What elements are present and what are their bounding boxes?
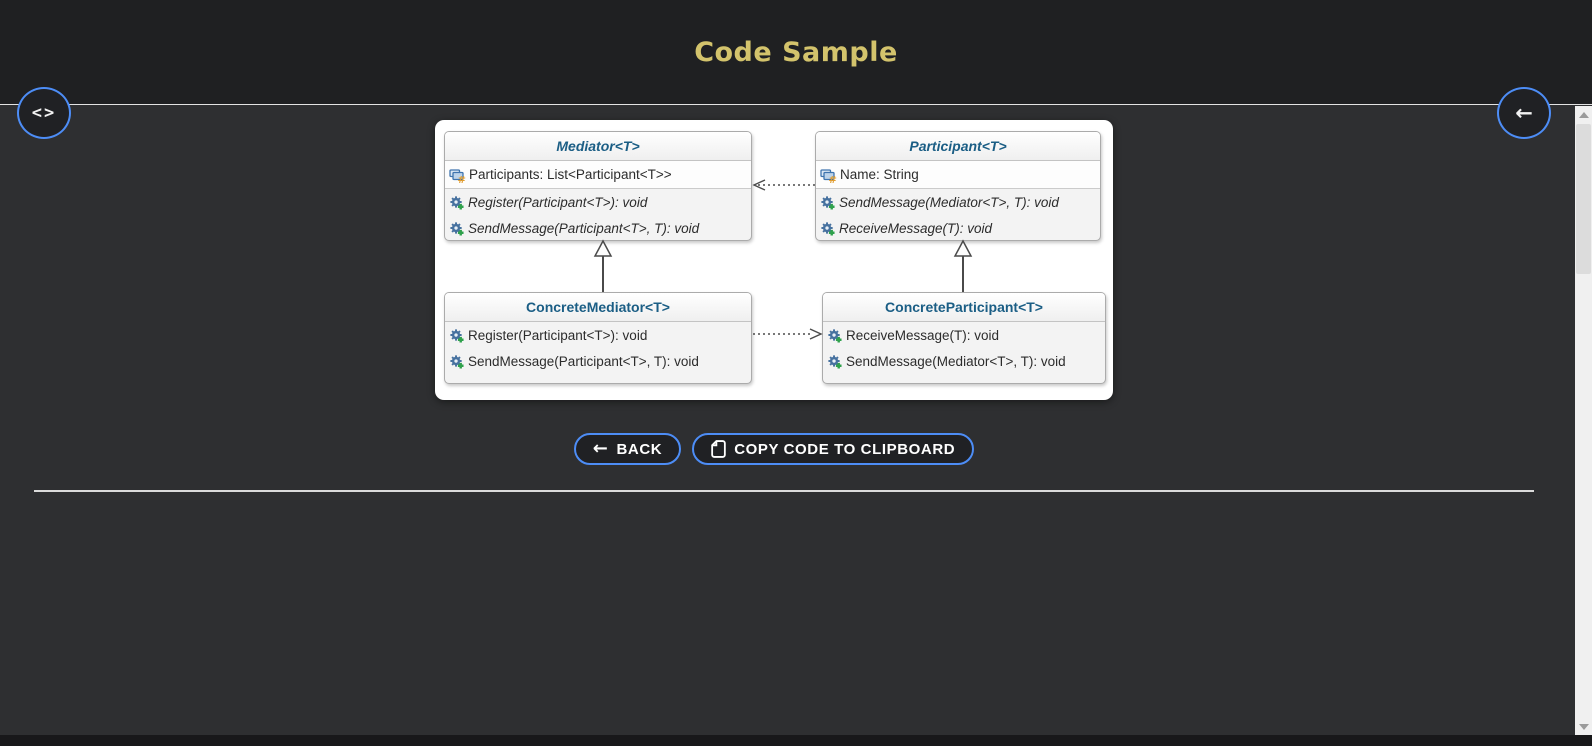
floating-back-button[interactable]: ← bbox=[1497, 87, 1551, 139]
uml-method-label: SendMessage(Mediator<T>, T): void bbox=[839, 194, 1059, 210]
code-icon: <> bbox=[31, 103, 57, 123]
scrollbar-up-button[interactable] bbox=[1575, 106, 1592, 123]
uml-field-label: Name: String bbox=[840, 167, 919, 182]
back-arrow-icon: ← bbox=[592, 438, 609, 459]
method-icon bbox=[820, 221, 835, 236]
uml-class-participant: Participant<T> # Name: String SendMessag… bbox=[815, 131, 1101, 241]
uml-class-mediator: Mediator<T> # Participants: List<Partici… bbox=[444, 131, 752, 241]
vertical-scrollbar[interactable] bbox=[1575, 106, 1592, 735]
uml-method-label: Register(Participant<T>): void bbox=[468, 327, 648, 343]
uml-diagram-panel: Mediator<T> # Participants: List<Partici… bbox=[435, 120, 1113, 400]
field-icon: # bbox=[449, 167, 466, 186]
uml-method-row: SendMessage(Participant<T>, T): void bbox=[445, 348, 751, 374]
method-icon bbox=[449, 328, 464, 343]
back-button[interactable]: ← BACK bbox=[573, 433, 682, 465]
triangle-up-icon bbox=[1578, 111, 1589, 118]
uml-class-name: Participant<T> bbox=[816, 132, 1100, 161]
actions-row: ← BACK COPY CODE TO CLIPBOARD bbox=[0, 433, 1548, 465]
dependency-arrow-top bbox=[752, 179, 815, 191]
content-separator bbox=[34, 490, 1534, 492]
uml-field-label: Participants: List<Participant<T>> bbox=[469, 167, 672, 182]
code-toggle-button[interactable]: <> bbox=[17, 87, 71, 139]
triangle-down-icon bbox=[1578, 723, 1589, 730]
uml-method-label: SendMessage(Mediator<T>, T): void bbox=[846, 353, 1066, 369]
uml-method-row: ReceiveMessage(T): void bbox=[823, 322, 1105, 348]
uml-class-concrete-participant: ConcreteParticipant<T> ReceiveMessage(T)… bbox=[822, 292, 1106, 384]
inheritance-arrow-right bbox=[953, 239, 973, 292]
field-icon: # bbox=[820, 167, 837, 186]
page-title: Code Sample bbox=[694, 36, 898, 68]
uml-method-row: ReceiveMessage(T): void bbox=[816, 215, 1100, 240]
method-icon bbox=[820, 195, 835, 210]
copy-code-button-label: COPY CODE TO CLIPBOARD bbox=[734, 440, 956, 458]
uml-method-label: ReceiveMessage(T): void bbox=[846, 327, 1000, 343]
method-icon bbox=[449, 221, 464, 236]
uml-method-row: SendMessage(Mediator<T>, T): void bbox=[816, 189, 1100, 215]
uml-method-label: ReceiveMessage(T): void bbox=[839, 220, 993, 236]
left-arrow-icon: ← bbox=[1515, 101, 1533, 125]
uml-method-label: Register(Participant<T>): void bbox=[468, 194, 648, 210]
dependency-arrow-bottom bbox=[753, 328, 823, 340]
uml-method-row: SendMessage(Participant<T>, T): void bbox=[445, 215, 751, 240]
back-button-label: BACK bbox=[616, 440, 663, 458]
uml-class-concrete-mediator: ConcreteMediator<T> Register(Participant… bbox=[444, 292, 752, 384]
uml-method-label: SendMessage(Participant<T>, T): void bbox=[468, 353, 699, 369]
app-header: Code Sample bbox=[0, 0, 1592, 105]
uml-class-name: ConcreteMediator<T> bbox=[445, 293, 751, 322]
uml-method-row: SendMessage(Mediator<T>, T): void bbox=[823, 348, 1105, 374]
uml-field-row: # Name: String bbox=[816, 161, 1100, 189]
method-icon bbox=[827, 354, 842, 369]
method-icon bbox=[449, 354, 464, 369]
uml-method-row: Register(Participant<T>): void bbox=[445, 189, 751, 215]
uml-field-row: # Participants: List<Participant<T>> bbox=[445, 161, 751, 189]
uml-class-name: Mediator<T> bbox=[445, 132, 751, 161]
scrollbar-down-button[interactable] bbox=[1575, 718, 1592, 735]
bottom-edge bbox=[0, 735, 1592, 746]
method-icon bbox=[827, 328, 842, 343]
method-icon bbox=[449, 195, 464, 210]
copy-code-button[interactable]: COPY CODE TO CLIPBOARD bbox=[692, 433, 975, 465]
svg-text:#: # bbox=[829, 175, 837, 186]
uml-method-label: SendMessage(Participant<T>, T): void bbox=[468, 220, 700, 236]
copy-document-icon bbox=[711, 440, 726, 458]
inheritance-arrow-left bbox=[593, 239, 613, 292]
uml-class-name: ConcreteParticipant<T> bbox=[823, 293, 1105, 322]
svg-text:#: # bbox=[458, 175, 466, 186]
uml-method-row: Register(Participant<T>): void bbox=[445, 322, 751, 348]
scrollbar-thumb[interactable] bbox=[1576, 124, 1591, 274]
